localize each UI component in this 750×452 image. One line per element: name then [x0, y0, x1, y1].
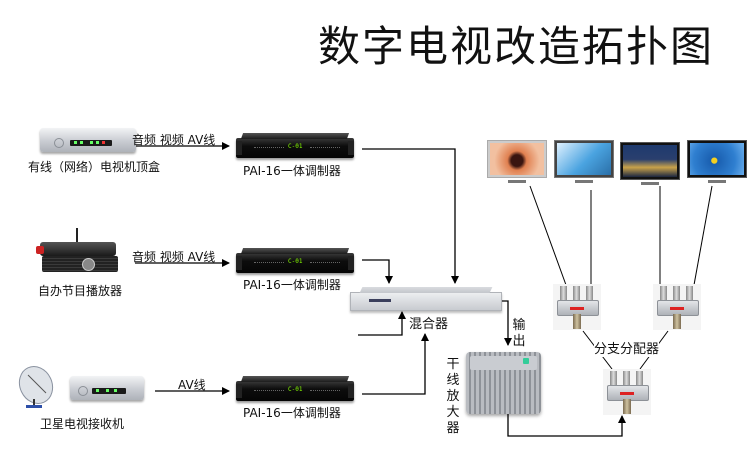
mod3-to-mixer	[362, 333, 429, 395]
tv-3	[620, 142, 680, 185]
tv-ski-icon	[690, 143, 744, 175]
tv-flower-icon	[490, 143, 544, 175]
modulator-1: C-01	[236, 138, 354, 158]
satellite-receiver-icon	[70, 376, 144, 400]
amplifier-label: 干线放大器	[446, 357, 460, 436]
mod2-to-mixer	[362, 259, 393, 284]
tv1-line	[529, 185, 567, 286]
media-player-icon	[36, 228, 120, 274]
tv-1	[487, 140, 547, 183]
splitter-left	[553, 284, 601, 330]
cable-label-1: 音频 视频 AV线	[132, 133, 216, 147]
tv-city-icon	[623, 145, 677, 177]
tv4-line	[693, 185, 713, 286]
source-label-media-player: 自办节目播放器	[38, 284, 123, 298]
source-label-cable-stb: 有线（网络）电视机顶盒	[28, 160, 161, 174]
tv-sky-icon	[557, 143, 611, 175]
modulator-3: C-01	[236, 381, 354, 401]
splitter-label: 分支分配器	[594, 338, 660, 357]
amp-to-splitter	[507, 414, 626, 437]
modulator-label-2: PAI-16一体调制器	[243, 278, 341, 292]
set-top-box-icon	[40, 128, 136, 152]
trunk-amplifier-device	[466, 352, 541, 414]
page-title: 数字电视改造拓扑图	[318, 22, 715, 71]
modulator-label-3: PAI-16一体调制器	[243, 406, 341, 420]
mod1-to-mixer	[362, 148, 459, 284]
tv-4	[687, 140, 747, 183]
tv-2	[554, 140, 614, 183]
splitter-bottom	[603, 369, 651, 415]
splitter-right	[653, 284, 701, 330]
satellite-dish-icon	[18, 366, 54, 408]
cable-label-3: AV线	[178, 378, 206, 392]
ext-to-mixer	[358, 311, 406, 336]
cable-label-2: 音频 视频 AV线	[132, 250, 216, 264]
modulator-2: C-01	[236, 253, 354, 273]
output-label: 输出	[512, 318, 526, 349]
modulator-label-1: PAI-16一体调制器	[243, 164, 341, 178]
mixer-device	[350, 292, 502, 311]
mixer-label: 混合器	[409, 317, 449, 332]
source-label-satellite: 卫星电视接收机	[40, 417, 125, 431]
